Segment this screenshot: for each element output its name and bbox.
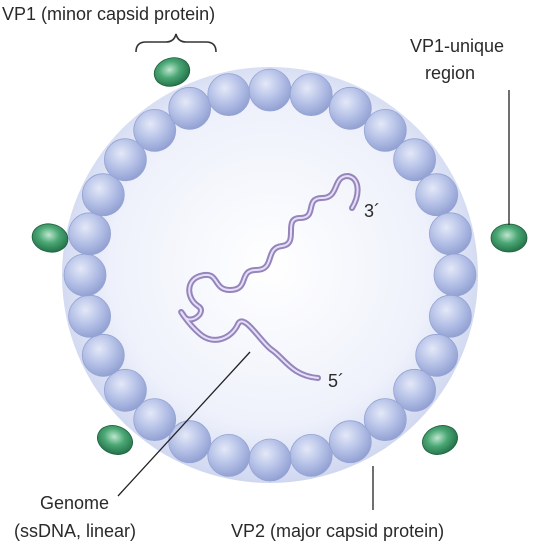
vp1-proteins xyxy=(31,57,528,455)
capsid-subunit xyxy=(393,368,437,412)
capsid-subunit xyxy=(433,253,477,297)
capsid-subunit xyxy=(363,398,407,442)
capsid-subunit xyxy=(428,294,472,338)
vp1-protein-blob xyxy=(490,223,528,253)
capsid-subunit xyxy=(133,398,177,442)
three-prime-end-label: 3´ xyxy=(364,201,381,221)
capsid-subunit xyxy=(428,212,472,256)
curly-bracket-icon xyxy=(135,33,217,53)
capsid-subunit xyxy=(104,138,147,182)
capsid-subunit xyxy=(133,108,177,152)
dna-ribbon-icon xyxy=(178,172,361,381)
capsid-subunit xyxy=(207,73,251,116)
capsid-subunit xyxy=(63,253,107,297)
capsid-subunit xyxy=(248,68,292,112)
capsid-subunit xyxy=(415,333,459,377)
capsid-subunit xyxy=(81,333,125,377)
capsid-subunit xyxy=(168,86,212,130)
vp1-protein-blob xyxy=(97,425,133,455)
capsid-subunit xyxy=(393,138,437,182)
capsid-subunit xyxy=(68,212,111,256)
genome-leader-line xyxy=(117,351,251,497)
capsid-subunit xyxy=(248,438,292,482)
genome-label-line1: Genome xyxy=(40,493,110,513)
vp1-minor-label: VP1 (minor capsid protein) xyxy=(2,4,216,24)
capsid-subunit xyxy=(328,420,372,464)
capsid-subunit xyxy=(415,173,459,217)
genome-label-line2: (ssDNA, linear) xyxy=(14,521,137,541)
capsid-interior xyxy=(62,67,478,483)
genome-strand-highlight xyxy=(180,174,359,379)
capsid-subunit xyxy=(289,73,333,116)
vp1-protein-blob xyxy=(422,425,458,455)
vp1-unique-label-line2: region xyxy=(425,63,476,83)
capsid-subunit xyxy=(363,108,407,152)
capsid-subunit xyxy=(68,294,111,338)
capsid-subunit xyxy=(104,368,147,412)
vp1-protein-blob xyxy=(31,223,69,253)
capsid-subunit xyxy=(289,433,333,477)
capsid-subunits xyxy=(63,68,477,482)
vp2-major-label: VP2 (major capsid protein) xyxy=(231,521,445,541)
vp1-unique-label-line1: VP1-unique xyxy=(410,36,505,56)
five-prime-end-label: 5´ xyxy=(328,371,345,391)
capsid-subunit xyxy=(168,420,212,464)
vp1-protein-blob xyxy=(153,57,191,87)
capsid-subunit xyxy=(207,433,251,477)
capsid-subunit xyxy=(81,173,125,217)
capsid-subunit xyxy=(328,86,372,130)
